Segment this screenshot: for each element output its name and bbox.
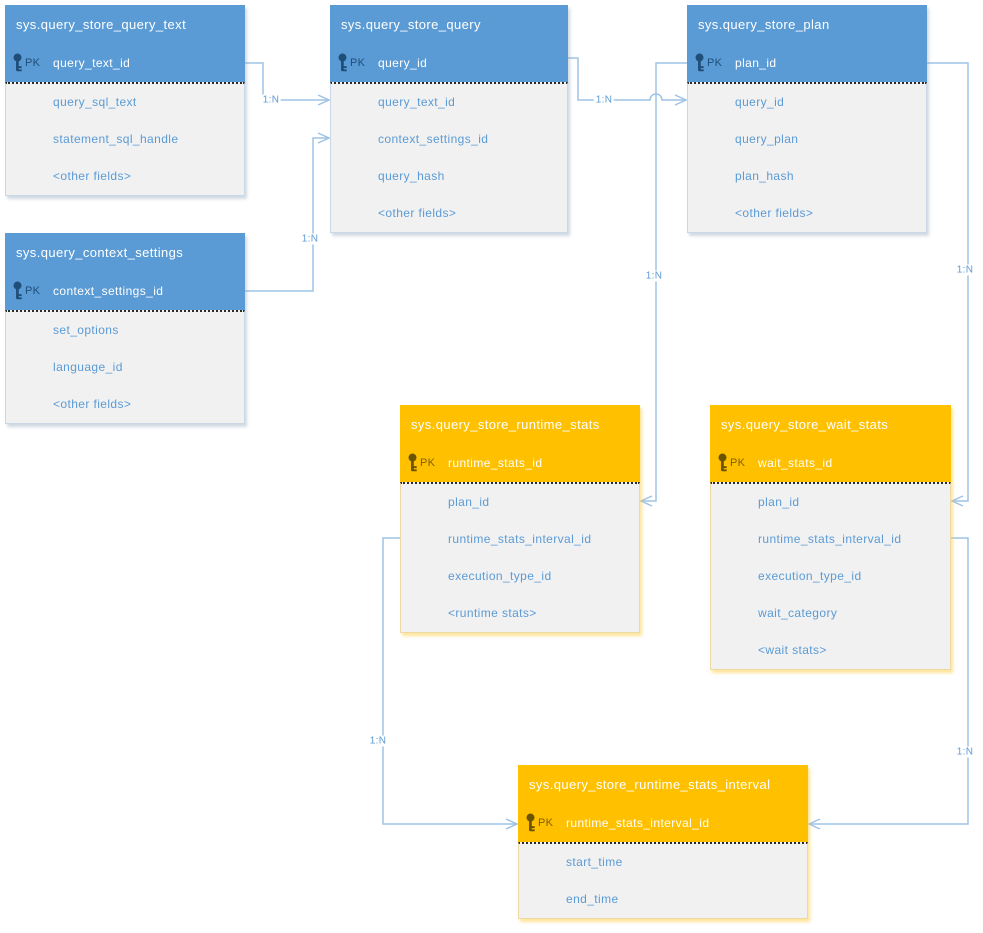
field-name: runtime_stats_interval_id [448, 532, 592, 546]
field-name: query_plan [735, 132, 799, 146]
entity-title: sys.query_store_query [330, 5, 568, 44]
key-icon [13, 281, 22, 300]
primary-key-row: PK wait_stats_id [710, 444, 951, 482]
field-name: <runtime stats> [448, 606, 537, 620]
cardinality-label: 1:N [593, 94, 615, 106]
field-name: runtime_stats_interval_id [758, 532, 902, 546]
field-name: set_options [53, 323, 119, 337]
arrow-head-icon [950, 495, 964, 507]
entity-field-list: plan_id runtime_stats_interval_id executio… [400, 482, 640, 633]
field-name: query_id [735, 95, 785, 109]
field-name: plan_id [448, 495, 490, 509]
entity-title: sys.query_store_runtime_stats [400, 405, 640, 444]
field-name: query_hash [378, 169, 445, 183]
key-icon [718, 453, 727, 472]
pk-field-name: query_text_id [53, 56, 131, 70]
pk-field-name: plan_id [735, 56, 777, 70]
entity-field-list: set_options language_id <other fields> [5, 310, 245, 424]
entity-field-list: start_time end_time [518, 842, 808, 919]
arrow-head-icon [317, 94, 331, 106]
pk-field-name: wait_stats_id [758, 456, 833, 470]
relationship-line [245, 62, 329, 101]
pk-field-name: runtime_stats_interval_id [566, 816, 710, 830]
entity-title: sys.query_store_query_text [5, 5, 245, 44]
cardinality-label: 1:N [299, 233, 321, 245]
field-name: query_sql_text [53, 95, 137, 109]
field-name: execution_type_id [448, 569, 552, 583]
pk-badge: PK [730, 457, 746, 469]
field-name: <wait stats> [758, 643, 827, 657]
pk-badge: PK [350, 57, 366, 69]
entity-field-list: query_id query_plan plan_hash <other fields… [687, 82, 927, 233]
primary-key-row: PK plan_id [687, 44, 927, 82]
cardinality-label: 1:N [643, 270, 665, 282]
pk-badge: PK [707, 57, 723, 69]
relationship-line [245, 137, 329, 292]
pk-badge: PK [25, 57, 41, 69]
cardinality-label: 1:N [367, 735, 389, 747]
arrow-head-icon [505, 818, 519, 830]
primary-key-row: PK query_text_id [5, 44, 245, 82]
field-name: <other fields> [53, 169, 132, 183]
primary-key-row: PK query_id [330, 44, 568, 82]
arrow-head-icon [317, 132, 331, 144]
entity-title: sys.query_store_plan [687, 5, 927, 44]
field-name: query_text_id [378, 95, 456, 109]
entity-title: sys.query_context_settings [5, 233, 245, 272]
relationship-line [641, 62, 687, 502]
primary-key-row: PK context_settings_id [5, 272, 245, 310]
field-name: <other fields> [735, 206, 814, 220]
key-icon [526, 813, 535, 832]
key-icon [695, 53, 704, 72]
entity-field-list: query_text_id context_settings_id query_ha… [330, 82, 568, 233]
arrow-head-icon [674, 94, 688, 106]
entity-title: sys.query_store_wait_stats [710, 405, 951, 444]
field-name: end_time [566, 892, 619, 906]
field-name: context_settings_id [378, 132, 489, 146]
entity-field-list: plan_id runtime_stats_interval_id executio… [710, 482, 951, 670]
field-name: <other fields> [53, 397, 132, 411]
entity-title: sys.query_store_runtime_stats_interval [518, 765, 808, 804]
pk-badge: PK [420, 457, 436, 469]
arrow-head-icon [639, 495, 653, 507]
field-name: start_time [566, 855, 623, 869]
key-icon [13, 53, 22, 72]
field-name: plan_id [758, 495, 800, 509]
field-name: language_id [53, 360, 123, 374]
pk-field-name: context_settings_id [53, 284, 164, 298]
arrow-head-icon [807, 818, 821, 830]
cardinality-label: 1:N [954, 746, 976, 758]
relationship-line [927, 62, 969, 502]
field-name: <other fields> [378, 206, 457, 220]
relationship-line [568, 57, 686, 101]
cardinality-label: 1:N [260, 94, 282, 106]
field-name: wait_category [758, 606, 838, 620]
pk-badge: PK [25, 285, 41, 297]
pk-badge: PK [538, 817, 554, 829]
field-name: statement_sql_handle [53, 132, 179, 146]
pk-field-name: query_id [378, 56, 428, 70]
primary-key-row: PK runtime_stats_id [400, 444, 640, 482]
primary-key-row: PK runtime_stats_interval_id [518, 804, 808, 842]
pk-field-name: runtime_stats_id [448, 456, 543, 470]
cardinality-label: 1:N [954, 264, 976, 276]
relationship-line [382, 537, 517, 825]
key-icon [338, 53, 347, 72]
relationship-line [809, 537, 969, 825]
field-name: plan_hash [735, 169, 794, 183]
key-icon [408, 453, 417, 472]
entity-field-list: query_sql_text statement_sql_handle <other… [5, 82, 245, 196]
field-name: execution_type_id [758, 569, 862, 583]
